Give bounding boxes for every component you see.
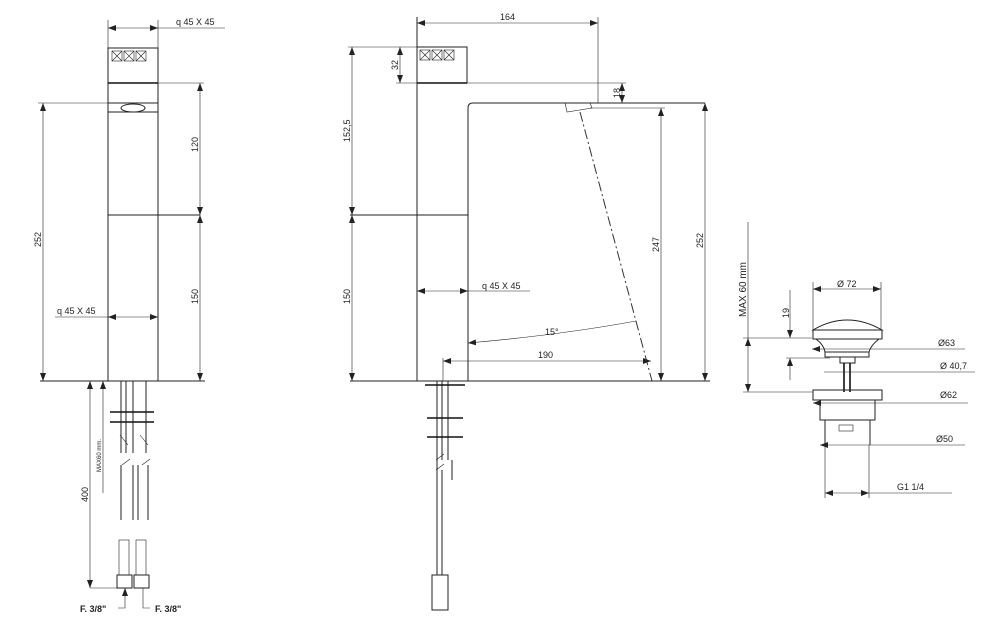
dim-section: q 45 X 45	[482, 281, 521, 291]
aerator	[120, 103, 146, 113]
dim-max-drain: MAX 60 mm	[738, 262, 749, 317]
dim-hose-length: 400	[80, 487, 90, 502]
dim-top-section: q 45 X 45	[176, 17, 215, 27]
dim-height-total-side: 252	[695, 233, 705, 248]
dim-angle: 15°	[545, 327, 559, 337]
side-handle	[416, 46, 468, 84]
dim-cap-diameter: Ø 72	[837, 279, 857, 289]
dim-height-total: 252	[33, 232, 43, 247]
faucet-body	[107, 83, 200, 382]
side-view: 164 32 152,5 150 18 q 45 X 45 15° 190 24…	[342, 12, 710, 611]
water-jet-line	[579, 111, 653, 382]
dim-handle-height: 32	[390, 60, 400, 70]
handle	[107, 47, 159, 84]
dim-thread: G1 1/4	[897, 482, 924, 492]
dim-d50: Ø50	[936, 434, 953, 444]
connector-left: F. 3/8"	[80, 604, 106, 614]
dim-bottom-section: q 45 X 45	[57, 306, 96, 316]
drain-cap	[811, 319, 884, 498]
drain-view: MAX 60 mm 19 Ø 72 Ø63 Ø 40,7 Ø62 Ø50 G1 …	[738, 222, 975, 498]
dim-d63: Ø63	[938, 338, 955, 348]
dim-d40: Ø 40,7	[940, 361, 967, 371]
dim-spout-offset: 18	[612, 88, 622, 98]
dim-height-lower: 150	[190, 289, 200, 304]
connector-right: F. 3/8"	[155, 604, 181, 614]
dim-height-upper: 120	[190, 137, 200, 152]
dim-d62: Ø62	[940, 390, 957, 400]
dim-cap-height: 19	[781, 308, 791, 318]
dim-upper-height: 152,5	[342, 119, 352, 142]
dim-reach: 164	[500, 12, 515, 22]
front-view: q 45 X 45 252 120 150 q 45 X 45 400 MAX6…	[33, 17, 225, 614]
supply-hoses	[110, 381, 154, 589]
max-label: MAX60 mm.	[97, 439, 103, 472]
outlet	[564, 102, 593, 113]
dim-lower-height: 150	[342, 289, 352, 304]
dim-outlet-height: 247	[651, 237, 661, 252]
dim-jet-reach: 190	[538, 350, 553, 360]
side-hose	[425, 381, 465, 611]
side-body	[350, 17, 705, 381]
